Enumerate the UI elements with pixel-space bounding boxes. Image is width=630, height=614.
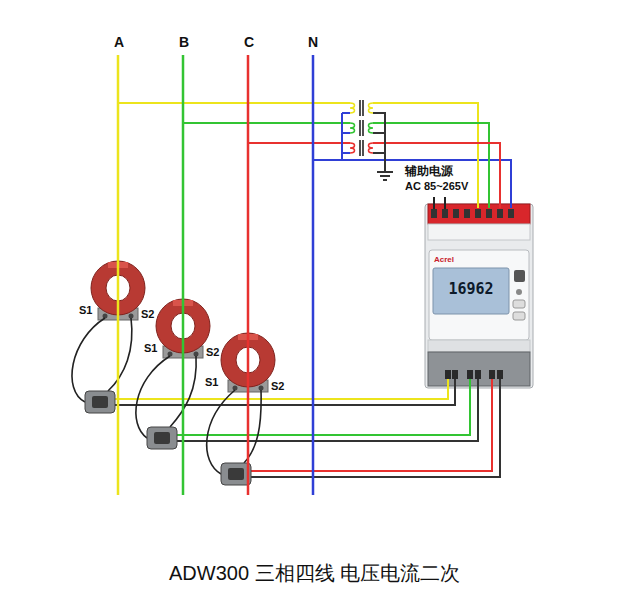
phase-label: N (307, 34, 319, 50)
brand-text: Acrel (434, 255, 454, 264)
phase-label: C (243, 34, 255, 50)
power-label: 辅助电源 (404, 165, 454, 179)
meter-device: Acrel 16962 (425, 204, 533, 388)
phase-lines (118, 55, 313, 495)
terminal-label: S2 (205, 346, 220, 359)
pt-wiring (118, 103, 511, 209)
caption: ADW300 三相四线 电压电流二次 (169, 562, 460, 585)
display-value: 16962 (433, 281, 509, 298)
meter-body (425, 204, 533, 388)
pt-coils (350, 100, 373, 156)
terminal-label: S1 (78, 304, 93, 317)
terminal-label: S2 (140, 308, 155, 321)
ct-leads (115, 379, 500, 477)
terminal-label: S1 (204, 376, 219, 389)
clamp-sensors (85, 391, 251, 485)
power-rating: AC 85~265V (404, 180, 469, 193)
terminal-label: S1 (143, 342, 158, 355)
phase-label: A (113, 34, 125, 50)
terminal-label: S2 (270, 380, 285, 393)
phase-label: B (178, 34, 190, 50)
clamp-wires (72, 318, 261, 474)
